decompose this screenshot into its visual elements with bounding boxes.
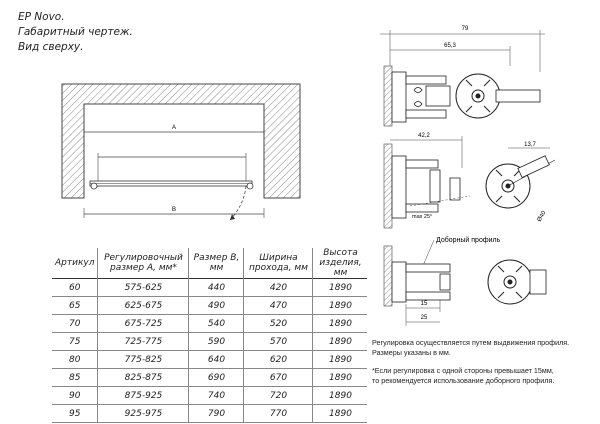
table-cell: 925-975 [97, 404, 189, 423]
table-row: 60 575-625 440 420 1890 [52, 278, 368, 297]
dim-a-label: 15 [421, 301, 428, 307]
table-cell: 470 [243, 296, 313, 315]
diameter-label: Ø40 [537, 210, 548, 223]
table-cell: 540 [188, 314, 244, 333]
table-row: 70 675-725 540 520 1890 [52, 314, 368, 333]
table-cell: 70 [69, 318, 81, 329]
table-cell: 725-775 [97, 332, 189, 351]
table-cell: 520 [243, 314, 313, 333]
table-cell: 770 [243, 404, 313, 423]
table-row: 80 775-825 640 620 1890 [52, 350, 368, 369]
table-cell: 625-675 [97, 296, 189, 315]
spec-table: Артикул Регулировочный размер А, мм* Раз… [52, 248, 368, 423]
table-cell: 490 [188, 296, 244, 315]
table-cell: 1890 [312, 296, 368, 315]
dimension-a-label: A [172, 125, 176, 131]
wall-niche [61, 83, 301, 199]
table-cell: 85 [69, 372, 81, 383]
dim-small-label: 13,7 [524, 142, 536, 148]
dim-width-label: 42,2 [418, 133, 430, 139]
product-title: EP Novo. [18, 11, 65, 23]
table-cell: 95 [69, 408, 81, 419]
table-cell: 80 [69, 354, 81, 365]
note-footnote-line1: *Если регулировка с одной стороны превыш… [372, 366, 554, 375]
table-cell: 1890 [312, 404, 368, 423]
col-header-size-b: Размер В, мм [188, 248, 244, 279]
note-footnote-line2: то рекомендуется использование доборного… [372, 376, 555, 385]
note-adjustment: Регулировка осуществляется путем выдвиже… [372, 338, 570, 347]
table-cell: 570 [243, 332, 313, 351]
notes-block: Регулировка осуществляется путем выдвиже… [372, 338, 597, 386]
note-units: Размеры указаны в мм. [372, 348, 451, 357]
table-cell: 875-925 [97, 386, 189, 405]
wall-hatch-bottom [383, 245, 393, 307]
table-cell: 440 [188, 278, 244, 297]
table-row: 85 825-875 690 670 1890 [52, 368, 368, 387]
col-header-adjust-size: Регулировочный размер А, мм* [97, 248, 189, 279]
table-cell: 620 [243, 350, 313, 369]
hinge-left [90, 182, 98, 190]
table-cell: 420 [243, 278, 313, 297]
drawing-title: Габаритный чертеж. [18, 26, 133, 38]
table-row: 65 625-675 490 470 1890 [52, 296, 368, 315]
angle-label: max 25° [412, 214, 432, 220]
wall-hatch-middle [383, 143, 393, 229]
table-cell: 1890 [312, 314, 368, 333]
table-cell: 60 [69, 282, 81, 293]
table-cell: 1890 [312, 332, 368, 351]
col-header-article: Артикул [55, 258, 95, 268]
table-cell: 740 [188, 386, 244, 405]
table-cell: 690 [188, 368, 244, 387]
table-cell: 575-625 [97, 278, 189, 297]
table-cell: 825-875 [97, 368, 189, 387]
table-cell: 1890 [312, 350, 368, 369]
dim-b-label: 25 [421, 315, 428, 321]
view-title: Вид сверху. [18, 41, 84, 53]
profile-top: 79 65,3 [380, 26, 545, 127]
table-cell: 1890 [312, 368, 368, 387]
dimension-b-label: B [172, 207, 176, 213]
table-row: 95 925-975 790 770 1890 [52, 404, 368, 423]
dim-total-label: 79 [462, 26, 469, 32]
hinge-right [246, 182, 254, 190]
table-cell: 640 [188, 350, 244, 369]
table-cell: 590 [188, 332, 244, 351]
wall-hatch-top [383, 65, 393, 127]
table-cell: 790 [188, 404, 244, 423]
table-cell: 65 [69, 300, 81, 311]
extension-profile-callout: Доборный профиль [436, 236, 501, 244]
title-block: EP Novo. Габаритный чертеж. Вид сверху. [18, 10, 133, 55]
table-cell: 720 [243, 386, 313, 405]
table-row: 75 725-775 590 570 1890 [52, 332, 368, 351]
col-header-height: Высота изделия, мм [312, 248, 368, 279]
table-cell: 1890 [312, 386, 368, 405]
table-cell: 75 [69, 336, 81, 347]
col-header-passage-width: Ширина прохода, мм [243, 248, 313, 279]
table-cell: 675-725 [97, 314, 189, 333]
table-cell: 670 [243, 368, 313, 387]
table-cell: 1890 [312, 278, 368, 297]
table-row: 90 875-925 740 720 1890 [52, 386, 368, 405]
table-header-row: Артикул Регулировочный размер А, мм* Раз… [52, 248, 368, 279]
table-cell: 775-825 [97, 350, 189, 369]
profile-middle: 42,2 13,7 max 25° Ø40 [383, 133, 556, 229]
profile-bottom: Доборный профиль 15 25 [383, 236, 547, 326]
table-cell: 90 [69, 390, 81, 401]
dim-inner-label: 65,3 [444, 43, 456, 49]
